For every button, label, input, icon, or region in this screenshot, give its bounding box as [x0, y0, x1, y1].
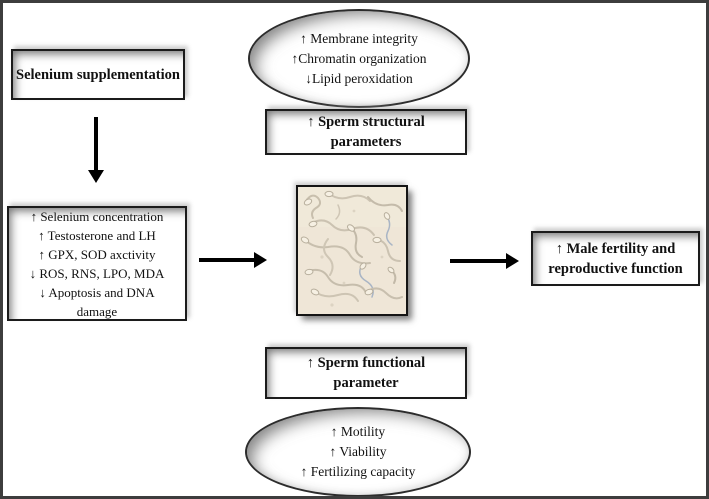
functional-effect-line: ↑ Fertilizing capacity	[300, 464, 416, 479]
structural-effect-line: ↓Lipid peroxidation	[305, 70, 413, 86]
structural-effect-line: ↑Chromatin organization	[291, 50, 427, 66]
sperm-structural-parameters-box: ↑ Sperm structural parameters	[265, 109, 467, 155]
sperm-functional-parameter-box: ↑ Sperm functional parameter	[265, 347, 467, 399]
arrow-down-head	[88, 170, 104, 183]
arrow-head	[254, 252, 267, 268]
selenium-supplementation-box: Selenium supplementation	[11, 49, 185, 100]
structural-effect-line: ↑ Membrane integrity	[300, 30, 418, 46]
arrow-right-to-micrograph	[199, 252, 267, 268]
arrow-shaft	[199, 258, 256, 262]
fertility-box-line: reproductive function	[548, 260, 683, 277]
functional-box-line: ↑ Sperm functional	[306, 355, 426, 371]
effects-line: damage	[76, 303, 118, 319]
effects-line: ↑ Testosterone and LH	[38, 227, 156, 243]
effects-line: ↑ Selenium concentration	[30, 208, 164, 224]
functional-box-line: parameter	[333, 375, 399, 391]
selenium-supplementation-label: Selenium supplementation	[16, 66, 180, 83]
arrow-head	[506, 253, 519, 269]
sperm-micrograph-art	[298, 187, 406, 314]
biochemical-effects-box: ↑ Selenium concentration ↑ Testosterone …	[7, 206, 187, 321]
structural-box-line: parameters	[330, 134, 402, 150]
male-fertility-box: ↑ Male fertility and reproductive functi…	[531, 231, 700, 286]
fertility-box-line: ↑ Male fertility and	[555, 240, 676, 257]
functional-effects-ellipse: ↑ Motility ↑ Viability ↑ Fertilizing cap…	[245, 407, 471, 496]
structural-box-line: ↑ Sperm structural	[307, 114, 425, 130]
effects-line: ↓ Apoptosis and DNA	[39, 284, 155, 300]
effects-line: ↑ GPX, SOD axctivity	[38, 246, 156, 262]
sperm-micrograph	[296, 185, 408, 316]
arrow-right-to-fertility	[450, 253, 519, 269]
structural-effects-ellipse: ↑ Membrane integrity ↑Chromatin organiza…	[248, 9, 470, 108]
arrow-shaft	[450, 259, 508, 263]
arrow-down	[88, 117, 104, 183]
effects-line: ↓ ROS, RNS, LPO, MDA	[29, 265, 165, 281]
arrow-down-shaft	[94, 117, 98, 171]
functional-effect-line: ↑ Viability	[329, 444, 387, 459]
functional-effect-line: ↑ Motility	[330, 424, 386, 439]
